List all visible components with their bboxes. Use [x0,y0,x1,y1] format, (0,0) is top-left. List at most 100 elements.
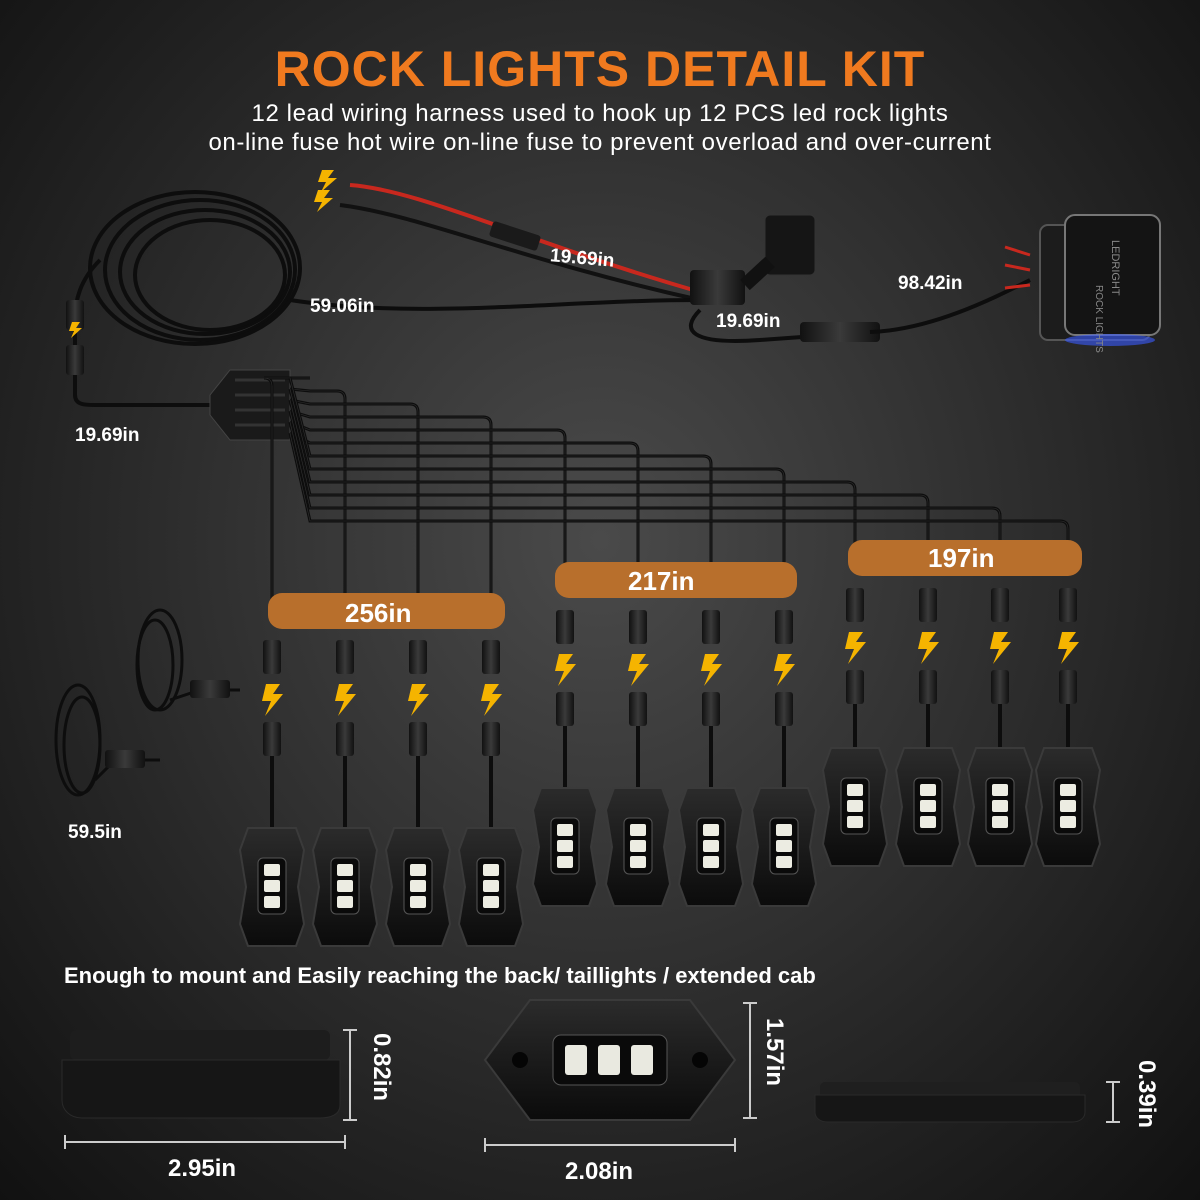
lead-plug [702,610,720,644]
switch-bottom-text: ROCK LIGHTS [1093,285,1104,353]
lead-plug [556,610,574,644]
led-chip [847,784,863,796]
led-chip [337,864,353,876]
lead-plug [846,588,864,622]
branch-wire-highlight [289,388,785,582]
distribution-hub [209,369,291,441]
power-bolt-icon [408,684,429,716]
extension-length: 59.5in [68,822,122,843]
light-plug [336,722,354,756]
branch-wire-highlight [289,421,566,582]
face-height-dim: 1.57in [761,1018,788,1087]
power-bolt-icon [918,632,939,664]
led-chip [264,864,280,876]
led-chip [630,840,646,852]
lead-plug [1059,588,1077,622]
power-bolt-icon [262,684,283,716]
hub-lead [66,300,210,407]
lead-plug [775,610,793,644]
led-chip [776,856,792,868]
branch-wire [289,420,567,582]
power-bolt-icon [555,654,576,686]
lead-plug [336,640,354,674]
light-height-dim: 0.82in [368,1033,395,1102]
branch-wire-highlight [289,388,346,613]
led-chip [920,800,936,812]
led-chip [557,840,573,852]
light-plug [991,670,1009,704]
switch-connector [800,322,880,342]
led-chip [703,824,719,836]
branch-wires [263,376,1070,613]
led-chip [776,840,792,852]
led-chip [410,864,426,876]
power-bolt-icon [481,684,502,716]
power-bolt-icon [314,170,337,212]
led-chip [776,824,792,836]
led-chip [1060,800,1076,812]
fuse-wire [339,183,701,302]
light-plug [775,692,793,726]
led-chip [703,840,719,852]
branch-wire-highlight [289,377,712,582]
led-chip [1060,784,1076,796]
group-2-length: 217in [628,566,695,596]
front-view [483,999,757,1152]
branch-wire [288,410,930,560]
led-chip [992,784,1008,796]
subtitle-line-2: on-line fuse hot wire on-line fuse to pr… [208,129,992,156]
led-chip [920,784,936,796]
branch-wire-highlight [263,377,310,613]
switch-lead-length: 19.69in [716,311,781,332]
led-chip [847,800,863,812]
length-bands [268,540,1082,629]
base-height-dim: 0.39in [1133,1060,1160,1129]
coiled-cable [73,190,701,346]
side-view-large [61,1029,357,1149]
switch-top-text: LEDRIGHT [1109,240,1121,296]
led-chip [1060,816,1076,828]
length-band [268,593,505,629]
branch-wire-highlight [289,432,639,582]
light-plug [629,692,647,726]
branch-wire-highlight [289,410,492,613]
switch-lead-wire [688,308,831,343]
led-chip [337,880,353,892]
group-1-length: 256in [345,598,412,628]
led-chip [264,896,280,908]
led-chip [557,856,573,868]
light-plug [409,722,427,756]
led-chip [410,880,426,892]
branch-wire [289,409,493,613]
lead-plug [482,640,500,674]
subtitle-line-1: 12 lead wiring harness used to hook up 1… [251,100,949,127]
led-chip [483,880,499,892]
rock-lights [238,588,1102,947]
hub-lead-length: 19.69in [75,425,140,446]
page-title: ROCK LIGHTS DETAIL KIT [274,41,926,97]
lead-plug [263,640,281,674]
led-chip [337,896,353,908]
led-chip [483,864,499,876]
power-bolt-icon [701,654,722,686]
led-chip [920,816,936,828]
lead-plug [991,588,1009,622]
face-width-dim: 2.08in [565,1158,634,1185]
branch-wire [288,377,713,582]
light-plug [263,722,281,756]
led-chip [410,896,426,908]
light-width-dim: 2.95in [168,1155,237,1182]
led-chip [630,856,646,868]
led-chip [703,856,719,868]
relay-connector [690,214,816,305]
light-plug [919,670,937,704]
light-plug [556,692,574,726]
power-bolt-icon [845,632,866,664]
light-plug [1059,670,1077,704]
length-band [555,562,797,598]
led-chip [847,816,863,828]
light-plug [482,722,500,756]
extension-cables [54,608,240,797]
branch-wire [288,399,857,560]
